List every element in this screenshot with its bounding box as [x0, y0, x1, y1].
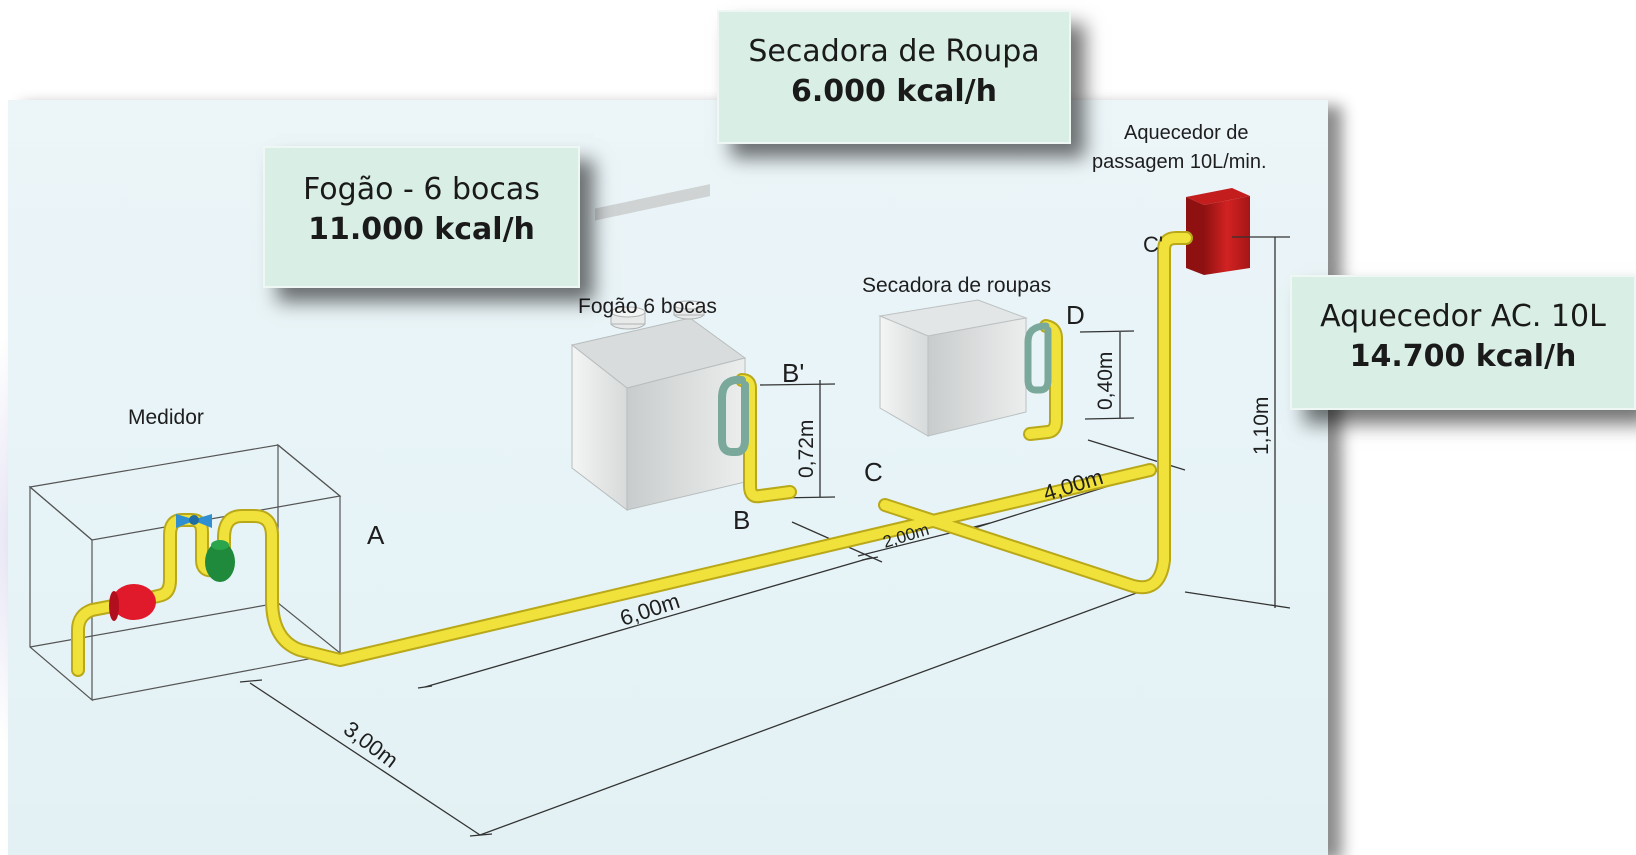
- dryer-appliance: [878, 299, 1028, 437]
- callout-secadora: Secadora de Roupa 6.000 kcal/h: [717, 10, 1071, 144]
- label-secadora: Secadora de roupas: [862, 274, 1051, 297]
- dimension-lines: [239, 236, 1291, 837]
- label-medidor: Medidor: [128, 406, 204, 429]
- label-aquecedor-line2: passagem 10L/min.: [1092, 151, 1267, 173]
- label-aquecedor-line1: Aquecedor de: [1124, 122, 1249, 144]
- callout-fogao: Fogão - 6 bocas 11.000 kcal/h: [263, 146, 580, 288]
- dim-3m: 3,00m: [339, 716, 403, 773]
- point-b: B: [733, 505, 750, 535]
- scene-labels: Medidor Fogão 6 bocas Secadora de roupas…: [128, 122, 1273, 773]
- label-fogao: Fogão 6 bocas: [578, 295, 717, 318]
- valve-icon: [176, 514, 212, 528]
- callout-aquecedor-power: 14.700 kcal/h: [1349, 338, 1577, 374]
- meter-filter-icon: [205, 542, 235, 582]
- water-heater: [1186, 188, 1250, 275]
- dim-4m: 4,00m: [1040, 464, 1106, 506]
- point-a: A: [367, 520, 385, 550]
- stove-appliance: [570, 184, 747, 512]
- meter-regulator-icon: [112, 584, 156, 620]
- callout-aquecedor-title: Aquecedor AC. 10L: [1320, 299, 1606, 334]
- callout-secadora-title: Secadora de Roupa: [748, 34, 1040, 69]
- point-c: C: [864, 457, 883, 487]
- dim-072m: 0,72m: [795, 420, 818, 478]
- callout-fogao-power: 11.000 kcal/h: [308, 211, 535, 247]
- callout-secadora-power: 6.000 kcal/h: [791, 73, 997, 109]
- point-b-prime: B': [782, 358, 804, 388]
- dim-040m: 0,40m: [1094, 352, 1117, 410]
- meter-components: [109, 514, 235, 621]
- callout-fogao-title: Fogão - 6 bocas: [303, 172, 540, 207]
- point-d: D: [1066, 300, 1085, 330]
- callout-aquecedor: Aquecedor AC. 10L 14.700 kcal/h: [1290, 275, 1636, 410]
- dim-110m: 1,10m: [1250, 397, 1273, 455]
- point-c-prime: C': [1143, 232, 1163, 257]
